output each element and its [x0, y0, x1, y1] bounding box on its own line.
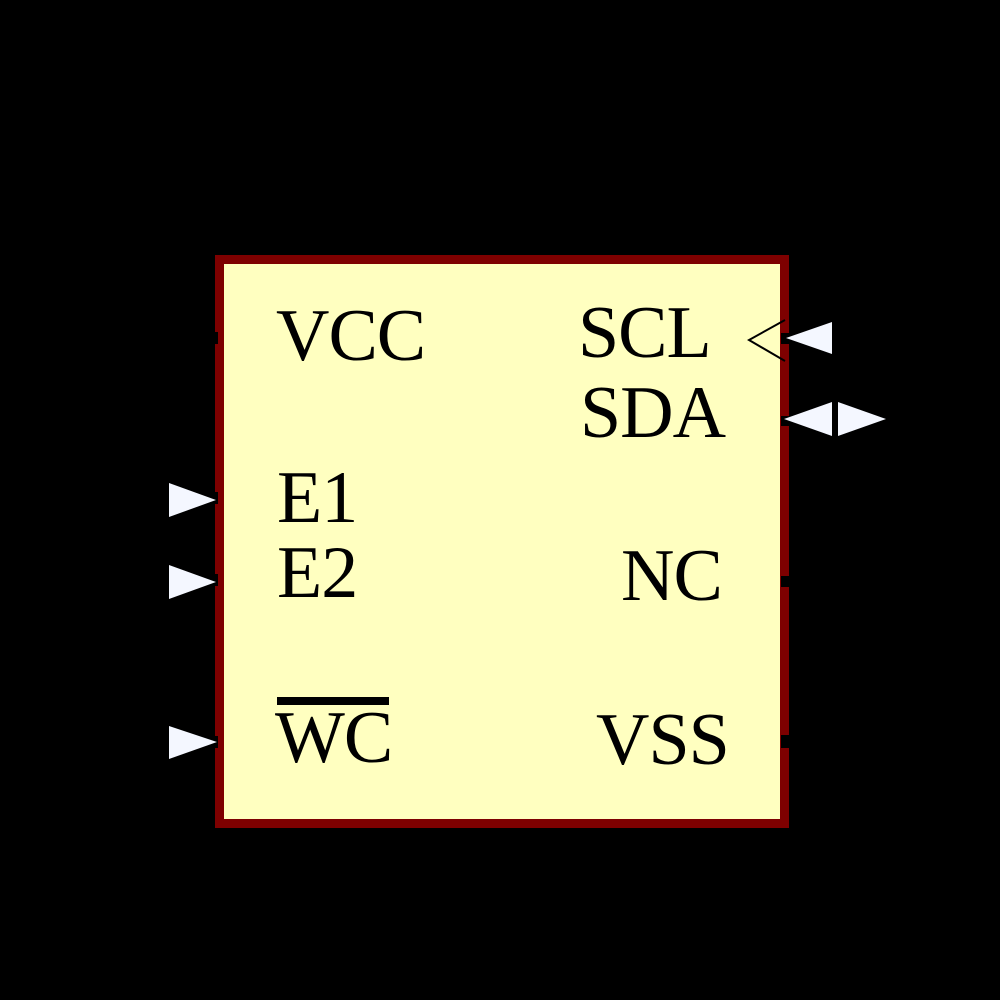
pin-stub-vss[interactable] [781, 735, 790, 748]
pin-stub-scl[interactable] [781, 333, 789, 344]
pin-label-vss: VSS [596, 699, 730, 781]
pin-label-nc: NC [621, 535, 723, 617]
pin-stub-nc[interactable] [781, 576, 790, 587]
pin-sda-out-arrow-icon[interactable] [838, 402, 886, 436]
pin-stub-vcc[interactable] [207, 332, 218, 344]
pin-label-scl: SCL [578, 292, 712, 374]
pin-label-e1: E1 [277, 457, 358, 539]
pin-scl-input-arrow-icon[interactable] [786, 322, 832, 354]
wc-overline [277, 697, 389, 705]
pin-label-e2: E2 [277, 532, 358, 614]
pin-scl-clock-mark-icon [747, 319, 786, 362]
pin-stub-e2[interactable] [210, 574, 218, 586]
pin-wc-input-arrow-icon[interactable] [169, 726, 217, 759]
component-body[interactable] [215, 255, 789, 828]
pin-label-wc: WC [275, 697, 393, 779]
pin-label-vcc: VCC [276, 295, 426, 377]
pin-sda-in-arrow-icon[interactable] [784, 402, 832, 436]
pin-label-sda: SDA [580, 372, 726, 454]
pin-stub-sda[interactable] [781, 416, 789, 426]
pin-stub-e1[interactable] [210, 492, 218, 504]
pin-e1-input-arrow-icon[interactable] [169, 483, 216, 517]
pin-e2-input-arrow-icon[interactable] [169, 565, 216, 599]
